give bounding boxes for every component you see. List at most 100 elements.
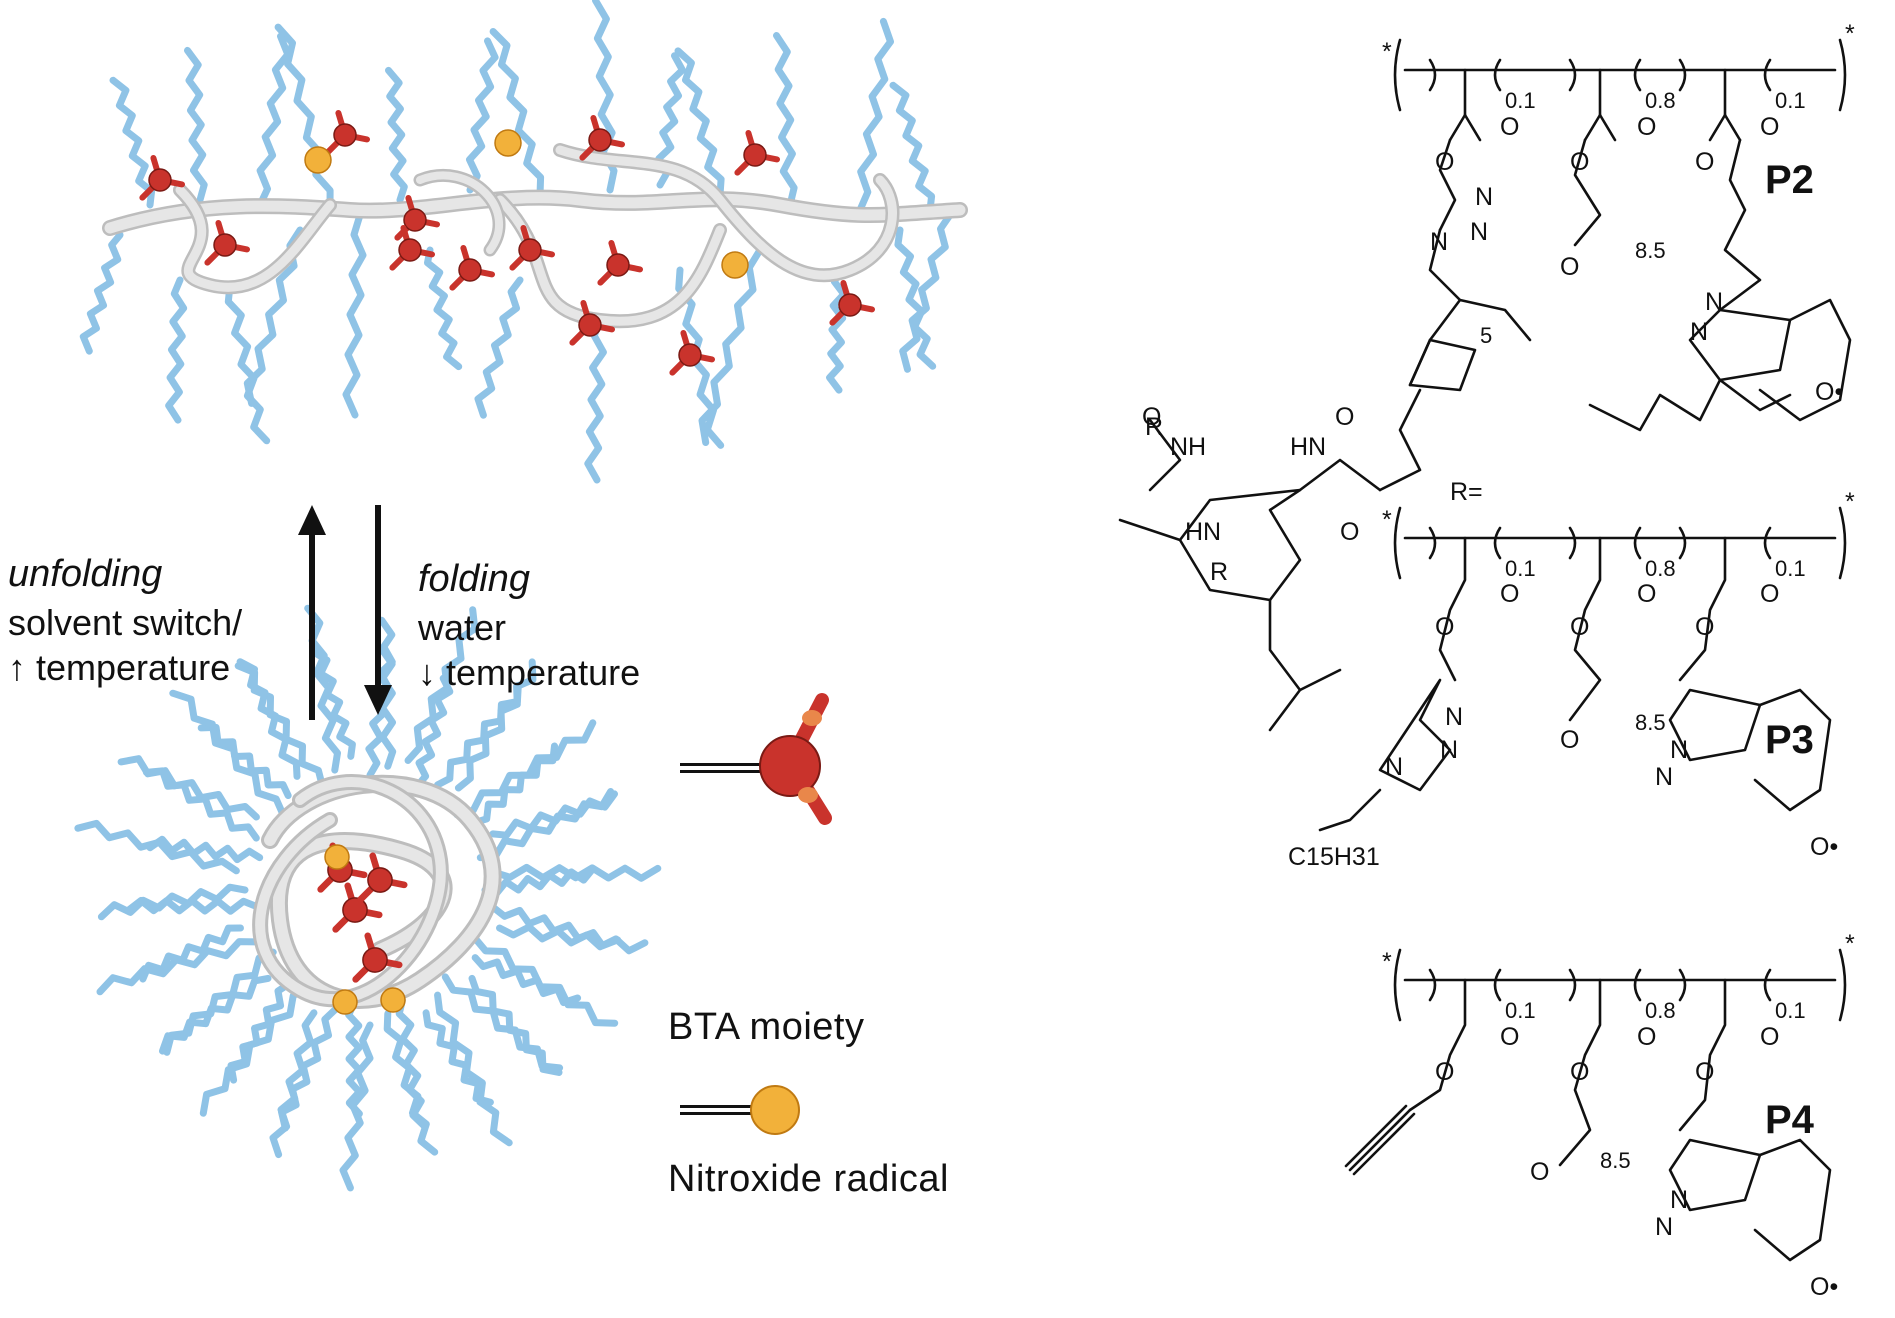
peg-side-chain [159,974,272,1055]
p3-carbonyl-o-3: O [1760,580,1780,608]
peg-side-chain [199,983,312,1117]
p2-ester-o-2: O [1570,148,1590,176]
peg-side-chain [345,1000,363,1118]
peg-side-chain [468,974,563,1076]
p2-hn-bottom: HN [1185,518,1222,546]
peg-side-chain [169,689,287,819]
peg-side-chain [899,211,954,373]
peg-side-chain [424,246,463,371]
p3-fraction-a: 0.1 [1505,556,1536,581]
bta-unit [139,155,185,201]
p3-peg-o: O [1560,726,1580,754]
peg-side-chain [278,1006,339,1132]
bta-unit [394,195,440,241]
bta-unit [829,280,875,326]
radical-unit [494,129,522,157]
bta-unit [357,852,408,903]
p3-fraction-b: 0.8 [1645,556,1676,581]
p3-ester-o-1: O [1435,613,1455,641]
peg-side-chain [79,231,124,355]
folding-title: folding [418,558,530,600]
p3-carbonyl-o-2: O [1637,580,1657,608]
peg-side-chain [414,674,454,789]
p4-chain-end-star-2: * [1845,930,1855,958]
bta-unit [324,110,370,156]
p2-hn-right: HN [1290,433,1327,461]
p2-nitroxide: O• [1815,378,1844,406]
p2-peg-o: O [1560,253,1580,281]
peg-side-chain [773,32,798,209]
bta-unit [569,300,615,346]
p4-carbonyl-o-2: O [1637,1023,1657,1051]
bta-unit [389,225,435,271]
p2-amide-o-2: O [1335,403,1355,431]
radical-unit [721,251,749,279]
peg-side-chain [385,66,408,204]
peg-side-chain [269,1009,318,1159]
nitroxide-radical-icon [680,1085,800,1135]
p4-nitroxide: O• [1810,1273,1839,1301]
peg-side-chain [489,28,545,199]
peg-side-chain [165,276,188,424]
p4-peg-repeat: 8.5 [1600,1148,1631,1173]
p2-structure [1118,38,1852,732]
p2-nh-left: NH [1170,433,1207,461]
radical-unit [304,146,332,174]
p3-triazole-n-3: N [1385,753,1404,781]
peg-side-chain [490,904,622,950]
p2-spacer-repeat: 5 [1480,323,1493,348]
p2-fraction-b: 0.8 [1645,88,1676,113]
p3-tempo-n-2: N [1655,763,1674,791]
bta-unit [509,225,555,271]
p2-ester-o-3: O [1695,148,1715,176]
bta-unit [204,220,250,266]
p4-structure [1344,948,1847,1262]
p3-peg-repeat: 8.5 [1635,710,1666,735]
peg-side-chain [310,649,356,760]
p4-tempo-n-1: N [1670,1186,1689,1214]
peg-side-chain [674,47,725,199]
bta-unit [597,240,643,286]
bta-unit [449,245,495,291]
p4-chain-end-star: * [1382,948,1392,976]
p2-triazole-n-2: N [1470,218,1489,246]
peg-side-chain [124,897,260,915]
p3-carbonyl-o-1: O [1500,580,1520,608]
p4-tempo-n-2: N [1655,1213,1674,1241]
peg-side-chain [146,835,264,864]
peg-side-chain [489,790,618,839]
unfolding-arrow [298,505,326,720]
p3-alkyl-chain: C15H31 [1288,843,1380,871]
peg-side-chain [342,211,367,419]
peg-side-chain [109,76,156,209]
radical-unit [380,987,406,1013]
p2-amide-o-3: O [1340,518,1360,546]
peg-side-chain [142,767,260,842]
p2-amide-o-1: O [1142,403,1162,431]
peg-side-chain [224,281,271,445]
p2-triazole-n-3: N [1430,228,1449,256]
radical-unit [332,989,358,1015]
peg-side-chain [856,17,894,214]
p2-tempo-n-2: N [1690,318,1709,346]
p4-carbonyl-o-3: O [1760,1023,1780,1051]
peg-side-chain [184,46,208,204]
peg-side-chain [139,924,244,983]
peg-side-chain [453,719,597,819]
bta-unit [579,115,625,161]
folding-arrow [364,505,392,715]
unfolding-condition-1: solvent switch/ [8,602,243,643]
p4-fraction-c: 0.1 [1775,998,1806,1023]
p4-ester-o-2: O [1570,1058,1590,1086]
bta-moiety-label: BTA moiety [668,1006,865,1048]
p2-carbonyl-o-2: O [1637,113,1657,141]
p2-triazole-n-1: N [1475,183,1494,211]
p4-fraction-a: 0.1 [1505,998,1536,1023]
folding-condition-2: ↓ temperature [418,652,641,693]
p2-r-bottom: R [1210,558,1229,586]
bta-moiety-icon [680,693,832,825]
peg-side-chain [404,606,479,764]
